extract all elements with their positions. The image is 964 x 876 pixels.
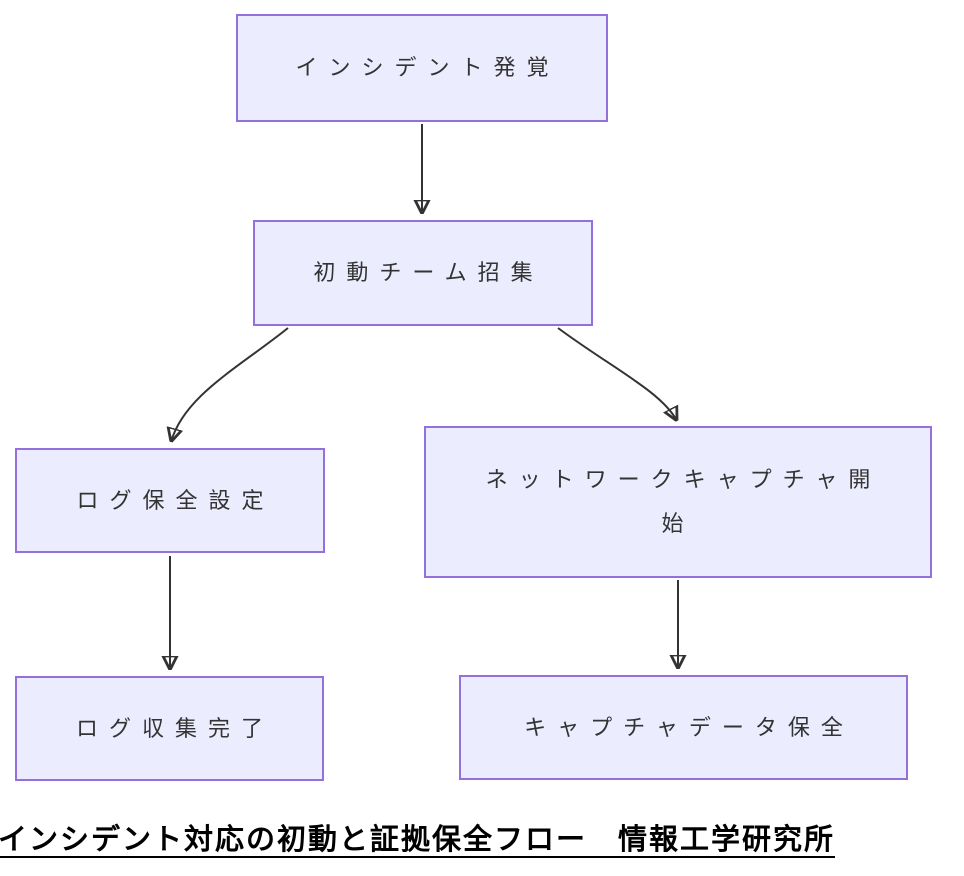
diagram-caption: インシデント対応の初動と証拠保全フロー 情報工学研究所 <box>0 824 836 856</box>
node-incident-label: インシデント発覚 <box>295 55 560 80</box>
node-team-label: 初動チーム招集 <box>313 260 544 285</box>
edge-team-to-capture-start <box>557 327 677 421</box>
node-log-done: ログ収集完了 <box>15 676 324 781</box>
node-incident: インシデント発覚 <box>236 14 608 122</box>
node-capture-start: ネットワークキャプチャ開始 <box>424 426 932 578</box>
node-team: 初動チーム招集 <box>253 220 593 326</box>
node-capture-preserve: キャプチャデータ保全 <box>459 675 908 780</box>
node-capture-preserve-label: キャプチャデータ保全 <box>524 714 854 740</box>
node-capture-start-label: ネットワークキャプチャ開始 <box>485 467 882 536</box>
node-log-setup-label: ログ保全設定 <box>76 487 275 513</box>
node-log-setup: ログ保全設定 <box>15 448 325 553</box>
node-log-done-label: ログ収集完了 <box>75 715 274 741</box>
edge-team-to-log-setup <box>171 327 289 442</box>
